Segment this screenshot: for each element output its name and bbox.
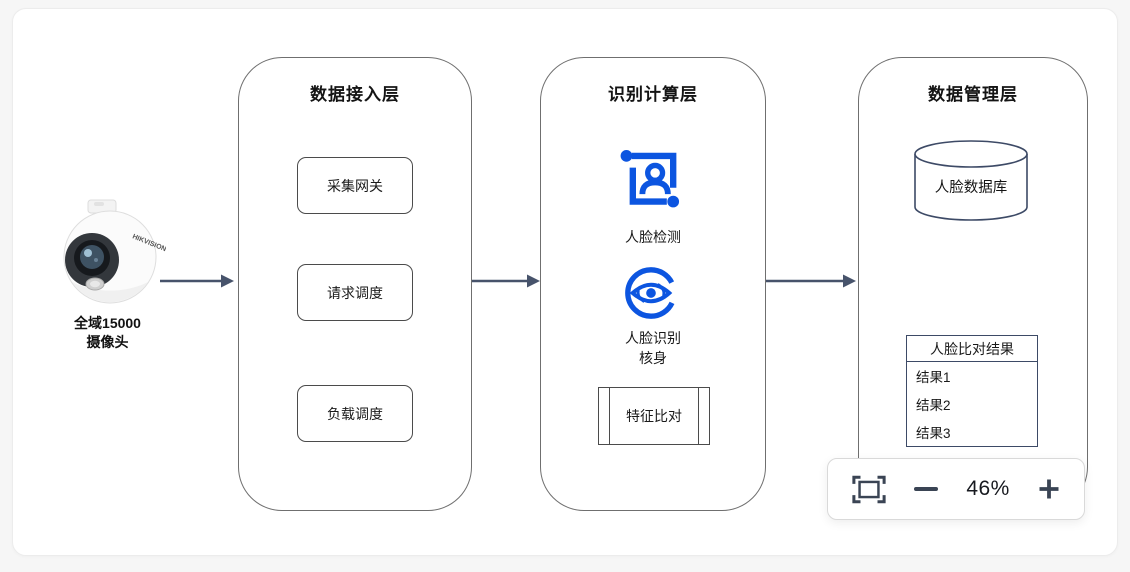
- layer-data-access-title: 数据接入层: [310, 85, 400, 104]
- node-request-scheduler: 请求调度: [297, 264, 413, 321]
- arrow-layer2-to-layer3: [764, 274, 856, 288]
- layer-recognition-compute-title: 识别计算层: [608, 85, 698, 104]
- table-row: 结果3: [916, 426, 951, 441]
- table-row: 结果1: [916, 370, 951, 385]
- node-collect-gateway: 采集网关: [297, 157, 413, 214]
- zoom-level-value: 46%: [966, 477, 1010, 500]
- zoom-out-button[interactable]: [914, 487, 939, 491]
- compare-result-table-header: 人脸比对结果: [907, 336, 1037, 362]
- face-database-label: 人脸数据库: [934, 180, 1008, 196]
- node-collect-gateway-label: 采集网关: [327, 177, 383, 194]
- camera-caption-line1: 全域15000: [74, 315, 141, 331]
- layer-data-management-title: 数据管理层: [928, 85, 1018, 104]
- node-load-scheduler: 负载调度: [297, 385, 413, 442]
- camera-caption: 全域15000 摄像头: [35, 314, 180, 352]
- face-recognition-label-line2: 核身: [639, 350, 667, 366]
- zoom-in-button[interactable]: [1038, 478, 1060, 500]
- face-recognition-label-line1: 人脸识别: [625, 330, 681, 346]
- face-recognition-eye-icon: [625, 267, 677, 319]
- node-load-scheduler-label: 负载调度: [327, 405, 383, 422]
- node-feature-compare-label: 特征比对: [626, 408, 682, 424]
- face-database-cylinder: [914, 140, 1028, 221]
- face-recognition-label: 人脸识别 核身: [541, 328, 765, 368]
- surveillance-camera-photo: HIKVISION: [63, 199, 166, 304]
- camera-caption-line2: 摄像头: [86, 334, 129, 350]
- zoom-in-plus-icon: [1039, 479, 1059, 499]
- layer-data-access: 数据接入层 采集网关 请求调度 负载调度: [238, 57, 472, 511]
- fit-to-screen-button[interactable]: [852, 475, 886, 504]
- layer-recognition-compute: 识别计算层 人脸检测 人脸识别 核身 特征比对: [540, 57, 766, 511]
- arrow-camera-to-layer1: [160, 274, 234, 288]
- node-feature-compare: 特征比对: [598, 387, 710, 445]
- compare-result-table: 人脸比对结果 结果1 结果2 结果3: [906, 335, 1038, 447]
- process-shape-left-bar: [609, 388, 610, 444]
- face-detection-frame-icon: [620, 150, 680, 208]
- face-detection-label: 人脸检测: [625, 229, 681, 245]
- zoom-out-minus-icon: [914, 487, 939, 491]
- arrow-layer1-to-layer2: [470, 274, 540, 288]
- layer-data-management: 数据管理层 人脸数据库 人脸比对结果 结果1 结果2 结果3: [858, 57, 1088, 511]
- table-row: 结果2: [916, 398, 951, 413]
- node-request-scheduler-label: 请求调度: [327, 284, 383, 301]
- fit-to-screen-icon: [852, 475, 886, 503]
- zoom-toolbar: 46%: [827, 458, 1085, 520]
- process-shape-right-bar: [698, 388, 699, 444]
